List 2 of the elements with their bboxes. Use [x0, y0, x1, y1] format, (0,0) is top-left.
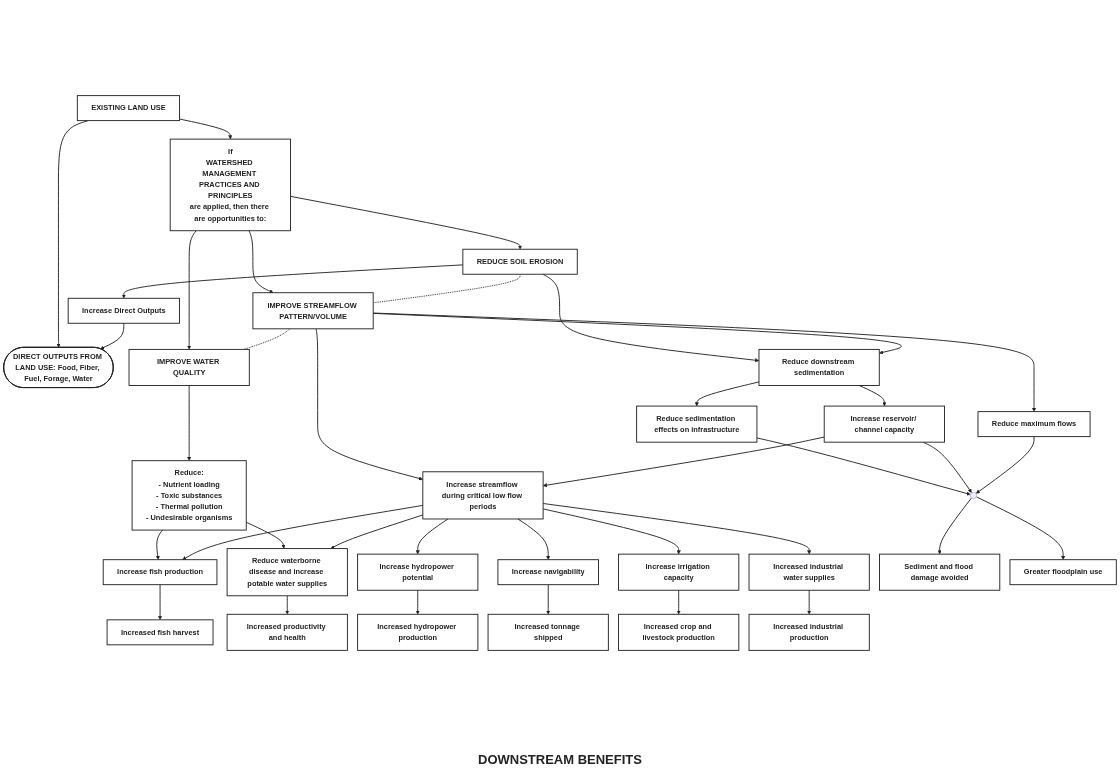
- node-circle: [970, 491, 977, 499]
- section-label: DOWNSTREAM BENEFITS: [478, 752, 642, 767]
